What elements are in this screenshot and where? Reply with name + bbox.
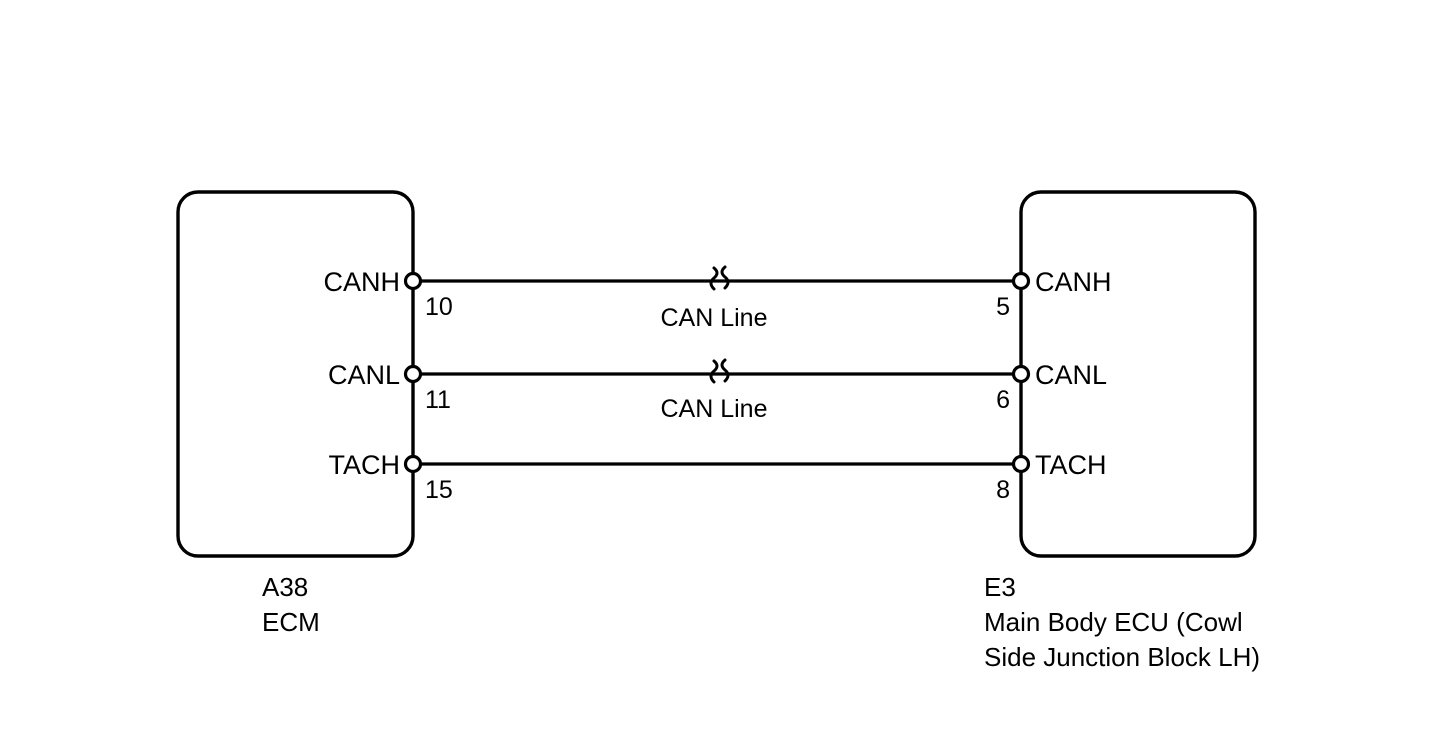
right-pin-number-canh: 5 [996, 293, 1010, 321]
left-terminal-tach[interactable] [403, 454, 423, 474]
wire-label-canl: CAN Line [661, 395, 768, 423]
right-terminal-canl[interactable] [1011, 364, 1031, 384]
right-connector-code: E3 [984, 572, 1016, 602]
right-connector-name-line2: Side Junction Block LH) [984, 642, 1260, 672]
right-terminal-canh[interactable] [1011, 271, 1031, 291]
left-terminal-canl[interactable] [403, 364, 423, 384]
right-terminal-label-tach: TACH [1035, 450, 1107, 480]
right-terminal-label-canh: CANH [1035, 267, 1112, 297]
left-pin-number-tach: 15 [425, 476, 453, 504]
left-terminal-label-tach: TACH [329, 450, 401, 480]
right-terminal-label-canl: CANL [1035, 360, 1107, 390]
wire-label-canh: CAN Line [661, 304, 768, 332]
left-terminal-label-canh: CANH [323, 267, 400, 297]
left-connector-name: ECM [262, 607, 320, 637]
right-pin-number-canl: 6 [996, 386, 1010, 414]
right-connector-name-line1: Main Body ECU (Cowl [984, 607, 1243, 637]
left-terminal-canh[interactable] [403, 271, 423, 291]
left-terminal-label-canl: CANL [328, 360, 400, 390]
wire-break-symbol-canl [709, 358, 730, 384]
right-pin-number-tach: 8 [996, 476, 1010, 504]
right-terminal-tach[interactable] [1011, 454, 1031, 474]
left-pin-number-canl: 11 [425, 386, 451, 414]
left-pin-number-canh: 10 [425, 293, 453, 321]
left-connector-code: A38 [262, 572, 308, 602]
wire-break-symbol-canh [709, 265, 730, 291]
